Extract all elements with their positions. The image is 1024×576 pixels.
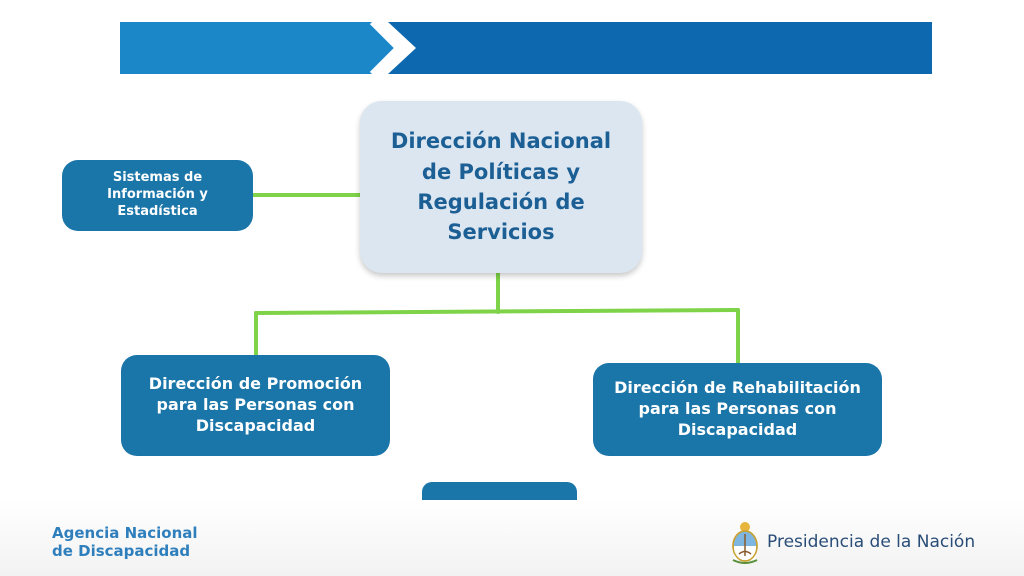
footer-band (0, 500, 1024, 576)
agency-logo-text: Agencia Nacional de Discapacidad (52, 524, 198, 560)
rehabilitacion-box: Dirección de Rehabilitación para las Per… (593, 363, 882, 456)
connector-horizontal (254, 308, 740, 315)
agency-line-2: de Discapacidad (52, 542, 191, 560)
sistemas-box: Sistemas de Información y Estadística (62, 160, 253, 231)
main-directorate-box: Dirección Nacional de Políticas y Regula… (360, 101, 642, 273)
promocion-box: Dirección de Promoción para las Personas… (121, 355, 390, 456)
coat-of-arms-icon (730, 520, 760, 564)
presidencia-text: Presidencia de la Nación (767, 532, 976, 552)
header-banner (120, 22, 932, 74)
agency-line-1: Agencia Nacional (52, 524, 198, 542)
